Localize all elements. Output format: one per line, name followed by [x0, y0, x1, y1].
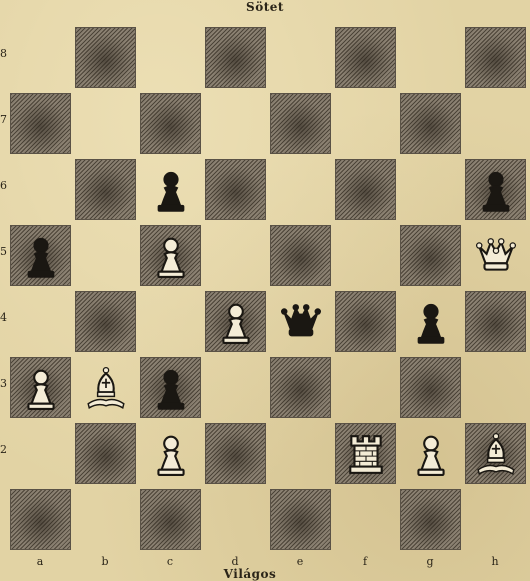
- white-pawn-icon[interactable]: [398, 421, 463, 487]
- square-e6[interactable]: [268, 157, 333, 223]
- square-a1[interactable]: [10, 489, 71, 550]
- square-d1[interactable]: [203, 487, 268, 553]
- rank-label-6: 6: [0, 179, 7, 192]
- file-label-h: h: [485, 555, 505, 568]
- square-e7[interactable]: [270, 93, 331, 154]
- square-g7[interactable]: [400, 93, 461, 154]
- rank-label-5: 5: [0, 245, 7, 258]
- square-c7[interactable]: [140, 93, 201, 154]
- square-a8[interactable]: [8, 25, 73, 91]
- white-side-label: Világos: [0, 567, 515, 581]
- square-f1[interactable]: [333, 487, 398, 553]
- black-pawn-icon[interactable]: [138, 157, 203, 223]
- square-f5[interactable]: [333, 223, 398, 289]
- square-a6[interactable]: [8, 157, 73, 223]
- white-king-icon[interactable]: [463, 223, 528, 289]
- square-b4[interactable]: [75, 291, 136, 352]
- black-pawn-icon[interactable]: [138, 355, 203, 421]
- file-label-d: d: [225, 555, 245, 568]
- white-bishop-icon[interactable]: [73, 355, 138, 421]
- square-a4[interactable]: [8, 289, 73, 355]
- white-pawn-icon[interactable]: [8, 355, 73, 421]
- square-h7[interactable]: [463, 91, 528, 157]
- white-pawn-icon[interactable]: [203, 289, 268, 355]
- black-king-icon[interactable]: [268, 289, 333, 355]
- square-e3[interactable]: [270, 357, 331, 418]
- file-label-g: g: [420, 555, 440, 568]
- square-d8[interactable]: [205, 27, 266, 88]
- rank-label-4: 4: [0, 311, 7, 324]
- square-b2[interactable]: [75, 423, 136, 484]
- square-f6[interactable]: [335, 159, 396, 220]
- file-label-f: f: [355, 555, 375, 568]
- rank-label-7: 7: [0, 113, 7, 126]
- white-rook-icon[interactable]: [333, 421, 398, 487]
- square-b7[interactable]: [73, 91, 138, 157]
- square-g1[interactable]: [400, 489, 461, 550]
- square-d6[interactable]: [205, 159, 266, 220]
- chess-board: [8, 25, 530, 555]
- square-e1[interactable]: [270, 489, 331, 550]
- square-b6[interactable]: [75, 159, 136, 220]
- square-d3[interactable]: [203, 355, 268, 421]
- square-a7[interactable]: [10, 93, 71, 154]
- black-side-label: Sötet: [0, 0, 530, 14]
- square-f8[interactable]: [335, 27, 396, 88]
- black-pawn-icon[interactable]: [398, 289, 463, 355]
- white-pawn-icon[interactable]: [138, 421, 203, 487]
- square-h4[interactable]: [465, 291, 526, 352]
- square-d7[interactable]: [203, 91, 268, 157]
- square-h3[interactable]: [463, 355, 528, 421]
- black-pawn-icon[interactable]: [463, 157, 528, 223]
- square-b8[interactable]: [75, 27, 136, 88]
- square-b5[interactable]: [73, 223, 138, 289]
- black-pawn-icon[interactable]: [8, 223, 73, 289]
- file-label-e: e: [290, 555, 310, 568]
- square-f7[interactable]: [333, 91, 398, 157]
- square-g5[interactable]: [400, 225, 461, 286]
- square-h8[interactable]: [465, 27, 526, 88]
- square-f3[interactable]: [333, 355, 398, 421]
- square-c4[interactable]: [138, 289, 203, 355]
- square-h1[interactable]: [463, 487, 528, 553]
- square-g6[interactable]: [398, 157, 463, 223]
- rank-label-8: 8: [0, 47, 7, 60]
- file-label-c: c: [160, 555, 180, 568]
- file-label-a: a: [30, 555, 50, 568]
- square-g3[interactable]: [400, 357, 461, 418]
- square-f4[interactable]: [335, 291, 396, 352]
- square-b1[interactable]: [73, 487, 138, 553]
- square-a2[interactable]: [8, 421, 73, 487]
- square-e2[interactable]: [268, 421, 333, 487]
- white-pawn-icon[interactable]: [138, 223, 203, 289]
- file-label-b: b: [95, 555, 115, 568]
- square-c8[interactable]: [138, 25, 203, 91]
- square-g8[interactable]: [398, 25, 463, 91]
- rank-label-2: 2: [0, 443, 7, 456]
- white-bishop-icon[interactable]: [463, 421, 528, 487]
- square-d5[interactable]: [203, 223, 268, 289]
- square-d2[interactable]: [205, 423, 266, 484]
- square-e8[interactable]: [268, 25, 333, 91]
- square-e5[interactable]: [270, 225, 331, 286]
- rank-label-3: 3: [0, 377, 7, 390]
- square-c1[interactable]: [140, 489, 201, 550]
